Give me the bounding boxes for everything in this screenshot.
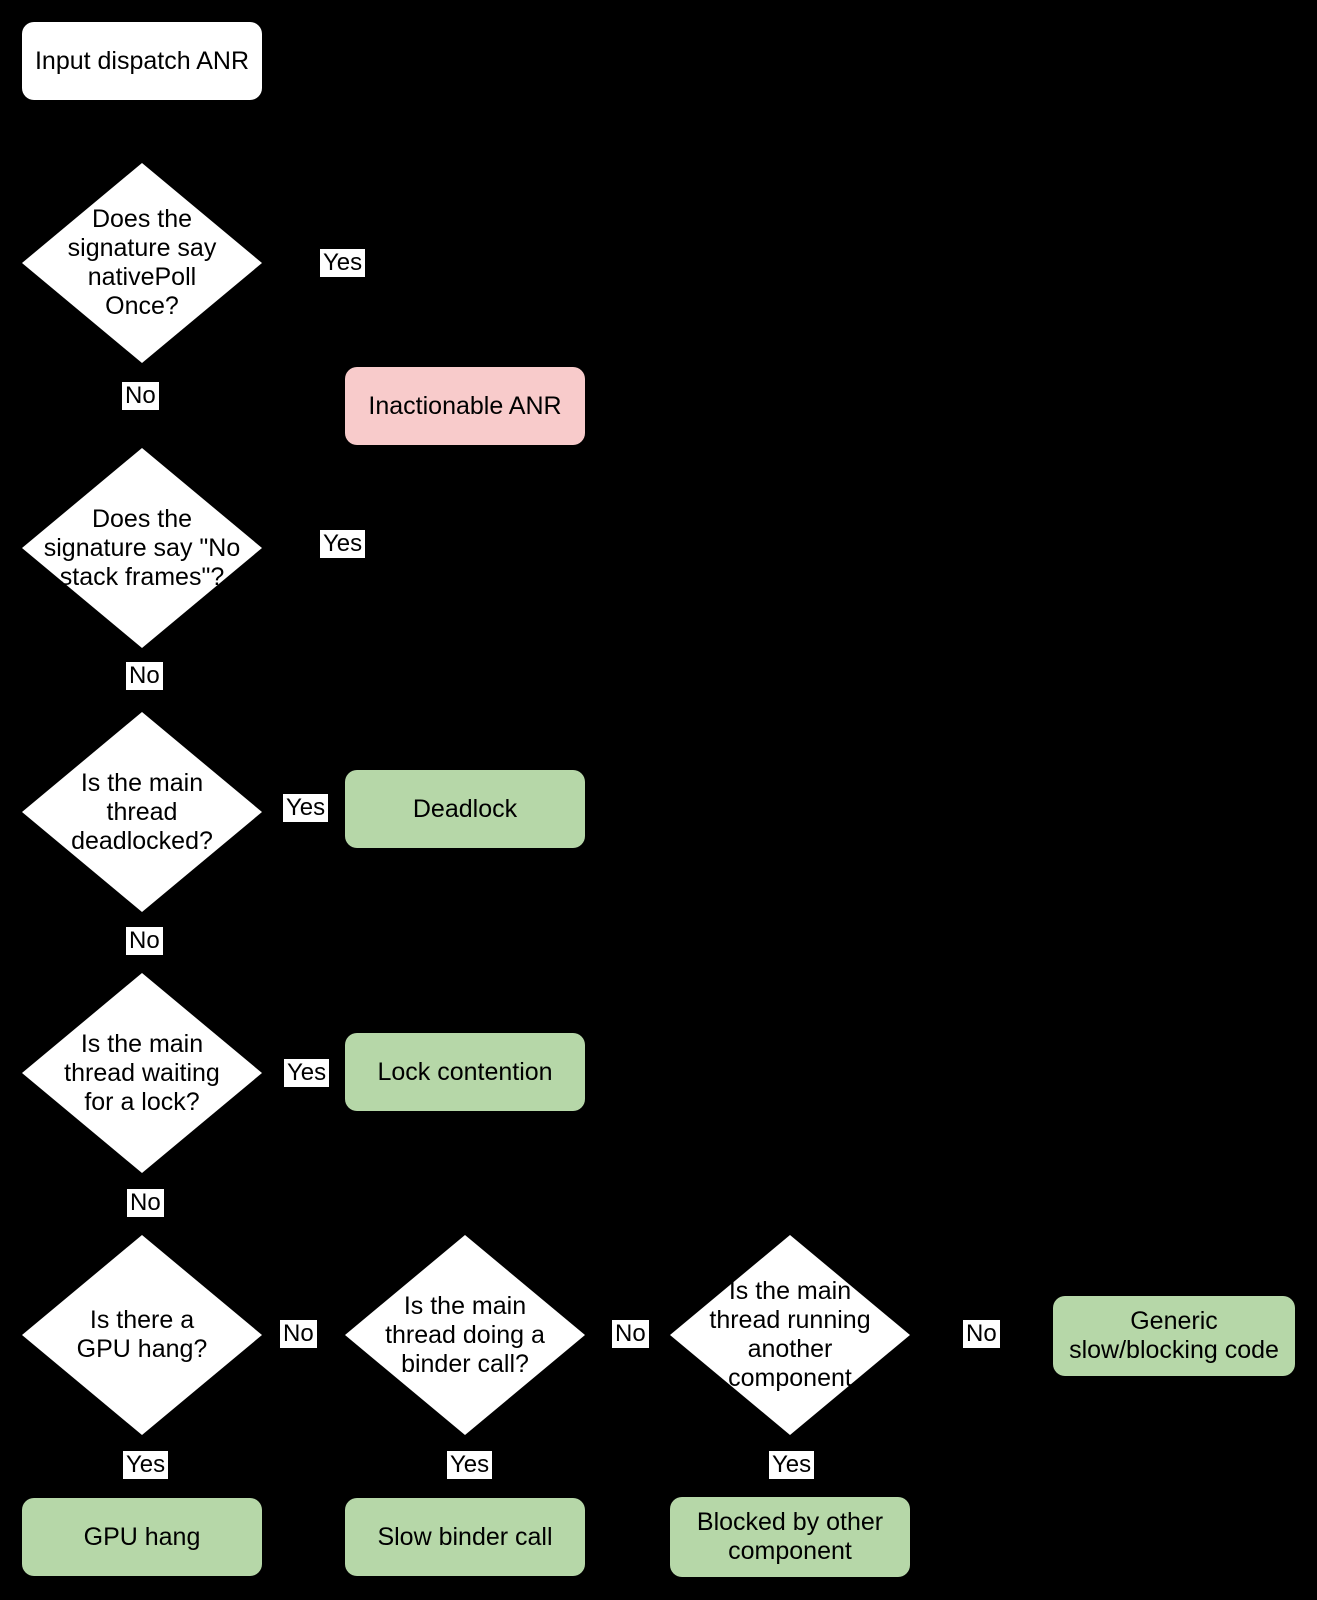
edge-label-no-deadlocked: No xyxy=(126,927,163,955)
decision-label: Is the main thread running another compo… xyxy=(709,1277,871,1392)
decision-label: Is the main thread doing a binder call? xyxy=(385,1291,545,1378)
decision-waiting-for-lock: Is the main thread waiting for a lock? xyxy=(22,973,262,1173)
edge-label-no-no-stack-frames: No xyxy=(126,662,163,690)
decision-label: Is the main thread waiting for a lock? xyxy=(64,1029,220,1116)
outcome-deadlock: Deadlock xyxy=(345,770,585,848)
outcome-lock-contention: Lock contention xyxy=(345,1033,585,1111)
edge-label-no-waiting-for-lock: No xyxy=(127,1189,164,1217)
decision-no-stack-frames: Does the signature say "No stack frames"… xyxy=(22,448,262,648)
outcome-generic-slow-blocking-code: Generic slow/blocking code xyxy=(1053,1296,1295,1376)
edge-label-no-native-poll: No xyxy=(122,382,159,410)
start-node-input-dispatch-anr: Input dispatch ANR xyxy=(22,22,262,100)
decision-binder-call: Is the main thread doing a binder call? xyxy=(345,1235,585,1435)
outcome-inactionable-anr: Inactionable ANR xyxy=(345,367,585,445)
decision-native-poll-once: Does the signature say nativePoll Once? xyxy=(22,163,262,363)
outcome-label: GPU hang xyxy=(83,1522,201,1551)
edge-label-yes-other-component: Yes xyxy=(769,1451,815,1479)
edge-label-yes-binder-call: Yes xyxy=(447,1451,493,1479)
outcome-label: Generic slow/blocking code xyxy=(1069,1307,1279,1364)
edge-label-yes-no-stack-frames: Yes xyxy=(320,530,366,558)
outcome-gpu-hang: GPU hang xyxy=(22,1498,262,1576)
outcome-label: Blocked by other component xyxy=(696,1508,884,1565)
decision-gpu-hang: Is there a GPU hang? xyxy=(22,1235,262,1435)
outcome-label: Deadlock xyxy=(412,794,518,823)
edge-label-yes-gpu-hang: Yes xyxy=(123,1451,169,1479)
outcome-label: Slow binder call xyxy=(377,1522,553,1551)
outcome-slow-binder-call: Slow binder call xyxy=(345,1498,585,1576)
edge-label-no-binder-call: No xyxy=(612,1320,649,1348)
edge-label-yes-native-poll: Yes xyxy=(320,249,366,277)
outcome-label: Lock contention xyxy=(377,1057,553,1086)
outcome-blocked-by-other-component: Blocked by other component xyxy=(670,1497,910,1577)
decision-label: Is there a GPU hang? xyxy=(76,1306,208,1363)
outcome-label: Inactionable ANR xyxy=(368,391,562,420)
decision-label: Does the signature say "No stack frames"… xyxy=(43,504,241,591)
decision-label: Does the signature say nativePoll Once? xyxy=(67,205,217,320)
decision-label: Is the main thread deadlocked? xyxy=(71,768,213,855)
edge-label-no-gpu-hang: No xyxy=(280,1320,317,1348)
edge-label-no-other-component: No xyxy=(963,1320,1000,1348)
edge-label-yes-deadlocked: Yes xyxy=(283,794,329,822)
edge-label-yes-waiting-for-lock: Yes xyxy=(284,1059,330,1087)
decision-running-other-component: Is the main thread running another compo… xyxy=(670,1235,910,1435)
start-node-label: Input dispatch ANR xyxy=(34,46,249,75)
decision-main-thread-deadlocked: Is the main thread deadlocked? xyxy=(22,712,262,912)
